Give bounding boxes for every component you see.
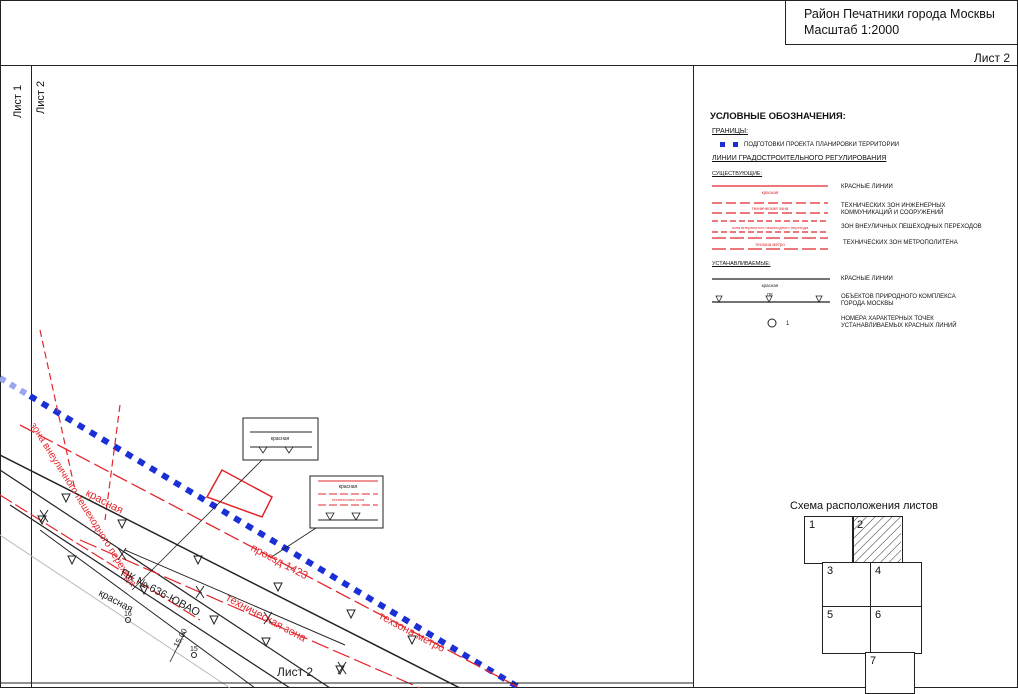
legend-regulation-header: ЛИНИИ ГРАДОСТРОИТЕЛЬНОГО РЕГУЛИРОВАНИЯ	[712, 155, 887, 162]
scheme-cell-4-label: 4	[875, 565, 882, 577]
margin-divider	[31, 65, 32, 688]
label-point-16: 16	[124, 611, 132, 618]
legend-nature-objects: ОБЪЕКТОВ ПРИРОДНОГО КОМПЛЕКСА ГОРОДА МОС…	[841, 294, 956, 307]
metro-techzone-line	[19, 424, 521, 688]
point-15-marker	[191, 652, 197, 658]
legend-divider	[693, 65, 694, 688]
legend-tech-sample: техническая зона	[752, 206, 789, 211]
legend-nature-tri-2	[765, 295, 773, 303]
legend-nature-tri-1	[715, 295, 723, 303]
label-metro: техзона метро	[377, 610, 447, 655]
callout2-text-2: техническая зона	[332, 497, 365, 502]
road-edge-1	[0, 469, 331, 688]
legend-title: УСЛОВНЫЕ ОБОЗНАЧЕНИЯ:	[710, 111, 846, 122]
legend-est-red-lines: КРАСНЫЕ ЛИНИИ	[841, 276, 893, 282]
scheme-cell-1: 1	[804, 516, 854, 564]
legend-blue-square-2	[733, 142, 738, 147]
legend-established-header: УСТАНАВЛИВАЕМЫЕ:	[712, 261, 771, 267]
point-16-marker	[125, 617, 131, 623]
scale-label: Масштаб 1:2000	[804, 23, 900, 37]
tech-zone-line	[79, 539, 421, 688]
label-techzone: техническая зона	[224, 592, 309, 645]
callout1-text: красная	[271, 436, 290, 442]
legend-metro-zones: ТЕХНИЧЕСКИХ ЗОН МЕТРОПОЛИТЕНА	[843, 240, 958, 246]
legend-nature-tri-3	[815, 295, 823, 303]
scheme-cell-7: 7	[865, 652, 915, 694]
legend-red-sample: красная	[762, 190, 779, 195]
label-proezd: проезд 1423	[249, 542, 310, 582]
legend-existing-header: СУЩЕСТВУЮЩИЕ:	[712, 171, 763, 177]
map-content: зона внеуличного пешеходного перехода кр…	[0, 329, 526, 688]
scheme-cell-1-label: 1	[809, 519, 816, 531]
legend-boundary-planning: ПОДГОТОВКИ ПРОЕКТА ПЛАНИРОВКИ ТЕРРИТОРИИ	[744, 142, 900, 148]
callout2-leader	[269, 527, 317, 559]
legend-ped-sample: зона внеуличного пешеходного перехода	[732, 225, 809, 230]
title-block: Район Печатники города Москвы Масштаб 1:…	[785, 0, 1018, 45]
scheme-cell-5-label: 5	[827, 609, 834, 621]
legend-point-circle	[767, 318, 777, 328]
callout2-text-1: красная	[339, 484, 358, 490]
sheet-number: Лист 2	[973, 51, 1010, 65]
dimension-line	[169, 631, 186, 663]
scheme-cell-6-label: 6	[875, 609, 882, 621]
legend-tech-zones: ТЕХНИЧЕСКИХ ЗОН ИНЖЕНЕРНЫХ КОММУНИКАЦИЙ …	[841, 203, 946, 216]
legend-boundaries-header: ГРАНИЦЫ:	[712, 128, 749, 135]
scheme-cell-6: 6	[870, 606, 922, 654]
red-dashed-road	[0, 494, 201, 621]
scheme-cell-2: 2	[852, 516, 903, 564]
legend-samples: красная техническая зона зона внеуличног…	[712, 142, 830, 328]
scheme-title: Схема расположения листов	[790, 500, 938, 512]
road-edge-3	[39, 529, 256, 688]
legend-metro-sample: техзона метро	[755, 242, 785, 247]
header-divider	[0, 65, 1018, 66]
scheme-cell-7-label: 7	[870, 655, 877, 667]
legend-blue-square-1	[720, 142, 725, 147]
callout1-leader	[131, 459, 263, 591]
current-sheet-hatch	[852, 517, 901, 562]
road-edge-faded	[0, 534, 231, 688]
scheme-cell-5: 5	[822, 606, 872, 654]
scheme-cell-4: 4	[870, 562, 922, 608]
legend-ped-zones: ЗОН ВНЕУЛИЧНЫХ ПЕШЕХОДНЫХ ПЕРЕХОДОВ	[841, 224, 982, 230]
ped-zone-line-left	[39, 329, 76, 491]
callout-box-2: красная техническая зона	[309, 475, 384, 529]
ped-zone-line-right	[104, 404, 121, 521]
legend-nature-sample: ПК	[767, 292, 773, 297]
label-point-15: 15	[190, 646, 198, 653]
label-sheet2-map: Лист 2	[277, 665, 313, 679]
legend-point-sample: 1	[786, 321, 790, 327]
established-red-line	[0, 454, 461, 688]
scheme-cell-3-label: 3	[827, 565, 834, 577]
road-edge-2	[9, 504, 291, 688]
scheme-cell-3: 3	[822, 562, 872, 608]
structure-outline	[205, 468, 273, 518]
scheme-cell-2-label: 2	[857, 519, 864, 531]
planning-boundary-faded	[0, 375, 32, 399]
callout-box-1: красная	[242, 417, 319, 461]
legend-red-lines: КРАСНЫЕ ЛИНИИ	[841, 184, 893, 190]
bowtie-marks	[39, 509, 347, 675]
nature-triangles	[37, 493, 417, 676]
legend-point-numbers: НОМЕРА ХАРАКТЕРНЫХ ТОЧЕК УСТАНАВЛИВАЕМЫХ…	[841, 316, 957, 329]
district-title: Район Печатники города Москвы	[804, 7, 995, 21]
legend-est-red-sample: красная	[762, 283, 779, 288]
branch-line	[124, 549, 346, 646]
